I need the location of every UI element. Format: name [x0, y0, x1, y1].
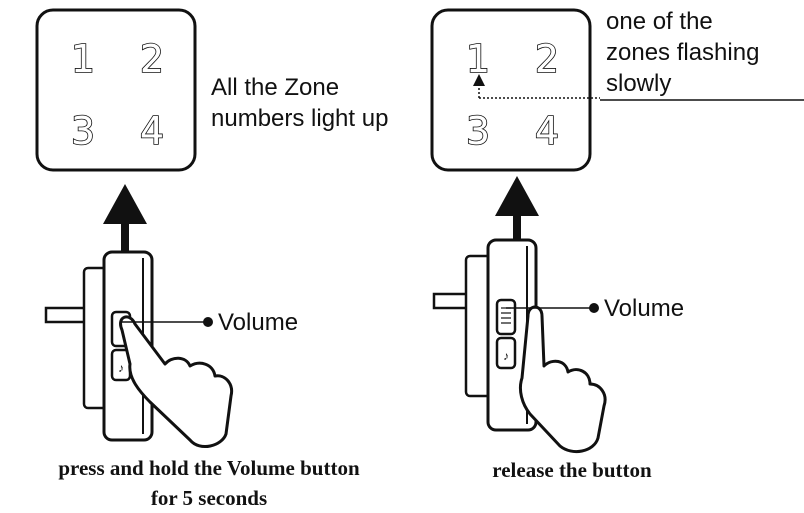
right-note-line-3: slowly — [606, 70, 671, 97]
left-zone-panel — [35, 8, 197, 172]
left-up-arrow — [103, 184, 147, 254]
right-caption: release the button — [440, 455, 704, 485]
right-caption-line-1: release the button — [492, 458, 652, 482]
left-volume-dot — [203, 317, 213, 327]
left-pressing-finger — [119, 315, 234, 449]
left-panel: 1 2 3 4 All the Zone numbers light up ♪ — [35, 8, 388, 449]
left-zone-3: 3 — [71, 109, 95, 153]
right-melody-button[interactable] — [495, 336, 517, 370]
right-released-finger — [518, 305, 607, 454]
right-zone-3: 3 — [466, 109, 490, 153]
left-zone-4: 4 — [140, 109, 164, 153]
right-zone-2: 2 — [535, 37, 559, 81]
flashing-zone-pointer — [473, 74, 804, 101]
right-up-arrow — [495, 176, 539, 244]
right-device: ♪ — [432, 238, 538, 432]
right-note-line-2: zones flashing — [606, 39, 759, 66]
right-zone-1: 1 — [466, 37, 490, 81]
right-zone-panel — [430, 8, 592, 172]
left-note-line-2: numbers light up — [211, 105, 388, 132]
svg-text:♪: ♪ — [503, 349, 509, 363]
left-caption-line-2: for 5 seconds — [150, 486, 268, 510]
right-note-line-1: one of the — [606, 8, 713, 35]
right-panel: 1 2 3 4 one of the zones flashing slowly — [430, 8, 804, 454]
left-zone-2: 2 — [140, 37, 164, 81]
right-volume-button[interactable] — [495, 298, 517, 336]
left-zone-1: 1 — [71, 37, 95, 81]
right-zone-4: 4 — [535, 109, 559, 153]
left-volume-label: Volume — [218, 309, 298, 336]
right-volume-label: Volume — [604, 295, 684, 322]
svg-text:♪: ♪ — [118, 361, 124, 375]
left-caption-line-1: press and hold the Volume button — [58, 456, 360, 480]
left-note-line-1: All the Zone — [211, 74, 339, 101]
left-caption: press and hold the Volume button for 5 s… — [0, 453, 418, 513]
right-volume-dot — [589, 303, 599, 313]
